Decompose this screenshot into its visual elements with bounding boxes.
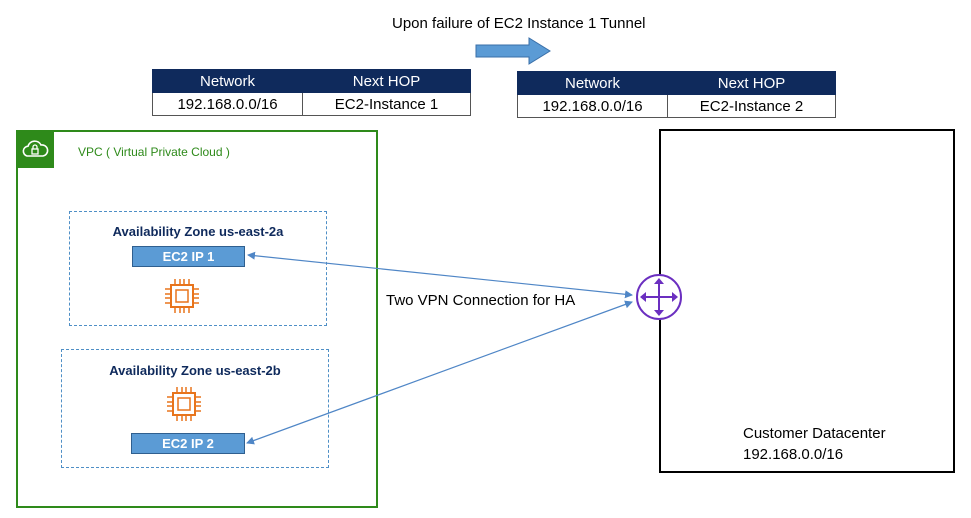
zone-label: Availability Zone us-east-2a xyxy=(112,224,284,239)
right-arrow-icon xyxy=(475,37,551,65)
vpc-label: VPC ( Virtual Private Cloud ) xyxy=(78,145,230,159)
datacenter-name: Customer Datacenter xyxy=(743,425,886,442)
zone-label: Availability Zone us-east-2b xyxy=(109,363,281,378)
ec2-ip-1-box: EC2 IP 1 xyxy=(132,246,245,267)
header-network: Network xyxy=(517,71,668,95)
header-next-hop: Next HOP xyxy=(667,71,836,95)
chip-icon xyxy=(165,279,199,313)
vpn-link-1 xyxy=(247,251,633,299)
table-row: 192.168.0.0/16 EC2-Instance 2 xyxy=(517,94,836,118)
cell-next-hop: EC2-Instance 2 xyxy=(667,94,836,118)
lock-cloud-icon xyxy=(16,130,54,168)
vpn-label: Two VPN Connection for HA xyxy=(386,292,576,309)
chip-icon xyxy=(167,387,201,421)
vpn-link-2 xyxy=(246,300,633,445)
route-table-after: Network Next HOP 192.168.0.0/16 EC2-Inst… xyxy=(517,71,836,118)
router-icon xyxy=(636,274,682,320)
cell-next-hop: EC2-Instance 1 xyxy=(302,92,471,116)
cell-network: 192.168.0.0/16 xyxy=(517,94,668,118)
datacenter-network: 192.168.0.0/16 xyxy=(743,446,844,463)
route-table-before: Network Next HOP 192.168.0.0/16 EC2-Inst… xyxy=(152,69,471,116)
failover-caption: Upon failure of EC2 Instance 1 Tunnel xyxy=(392,15,646,32)
table-row: 192.168.0.0/16 EC2-Instance 1 xyxy=(152,92,471,116)
ec2-ip-2-box: EC2 IP 2 xyxy=(131,433,245,454)
cell-network: 192.168.0.0/16 xyxy=(152,92,303,116)
header-network: Network xyxy=(152,69,303,93)
